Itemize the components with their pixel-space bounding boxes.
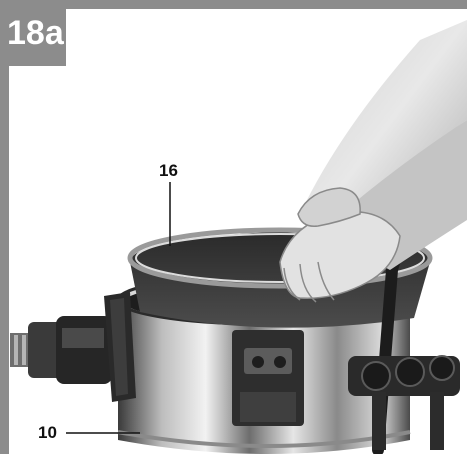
front-switch [232,330,304,426]
frame-border-top [0,0,467,9]
frame-border-left [0,0,9,454]
accessory-rack [348,180,462,454]
arms-hands [279,20,467,303]
figure-badge-label: 18a [7,14,64,52]
figure-badge: 18a [0,0,66,66]
hose-connector [10,316,112,384]
callout-16: 16 [159,161,178,180]
callout-10: 10 [38,423,57,442]
latch-panel [104,292,136,402]
